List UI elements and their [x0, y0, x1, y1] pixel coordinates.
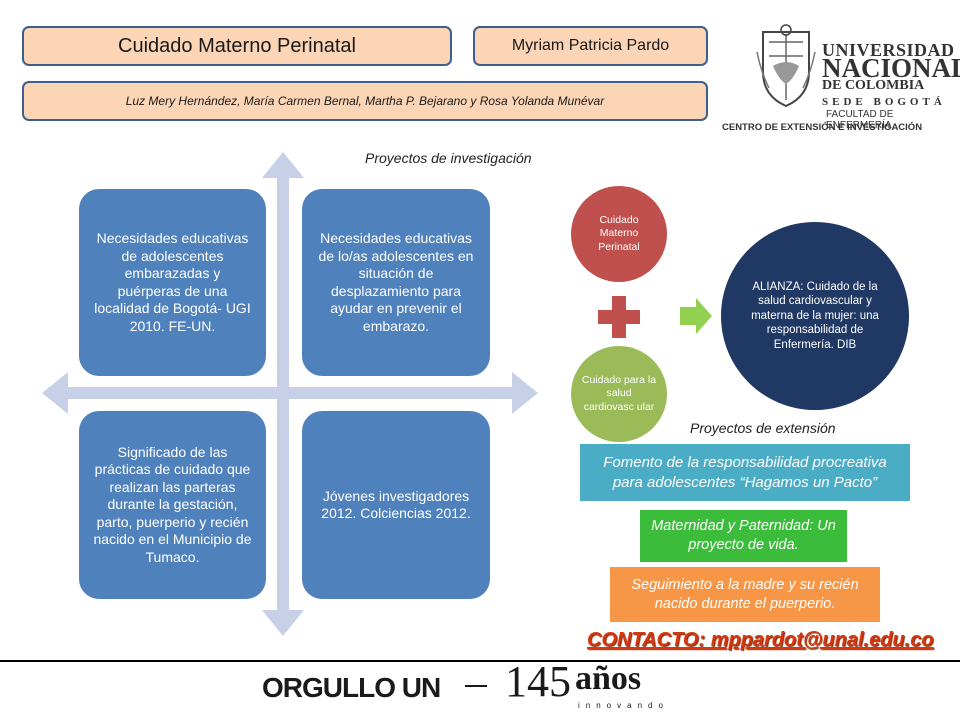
footer-dash: [465, 685, 487, 687]
extension-project-3: Seguimiento a la madre y su recién nacid…: [610, 567, 880, 622]
university-line1: UNIVERSIDAD: [822, 40, 955, 60]
circle-alliance-text: ALIANZA: Cuidado de la salud cardiovascu…: [751, 281, 879, 351]
footer-brand: ORGULLO UN: [262, 672, 441, 704]
circle-maternal-care: Cuidado Materno Perinatal: [571, 186, 667, 282]
footer-tagline: innovando: [578, 701, 669, 710]
footer-anniversary-word: años: [575, 660, 642, 697]
footer-brand-text: ORGULLO UN: [262, 672, 441, 703]
research-project-2-text: Necesidades educativas de lo/as adolesce…: [318, 230, 474, 334]
university-line3: DE COLOMBIA: [822, 78, 925, 93]
circle-cardiovascular-care-text: Cuidado para la salud cardiovasc ular: [581, 374, 657, 413]
extension-project-2: Maternidad y Paternidad: Un proyecto de …: [640, 510, 847, 562]
extension-project-3-text: Seguimiento a la madre y su recién nacid…: [631, 576, 859, 612]
university-seal-icon: [756, 24, 816, 108]
quadrant-cross-arrows: [42, 152, 538, 636]
extension-label: Proyectos de extensión: [690, 420, 836, 436]
university-line6: CENTRO DE EXTENSIÓN E INVESTIGACIÓN: [722, 122, 923, 133]
university-line2: NACIONAL: [822, 53, 960, 83]
extension-project-2-text: Maternidad y Paternidad: Un proyecto de …: [651, 518, 836, 553]
research-project-1-text: Necesidades educativas de adolescentes e…: [94, 230, 251, 334]
research-project-4-text: Jóvenes investigadores 2012. Colciencias…: [321, 487, 471, 522]
right-arrow-icon: [680, 298, 712, 334]
coauthors-box: Luz Mery Hernández, María Carmen Bernal,…: [22, 81, 708, 121]
extension-project-1: Fomento de la responsabilidad procreativ…: [580, 444, 910, 501]
coauthors-names: Luz Mery Hernández, María Carmen Bernal,…: [125, 94, 605, 108]
university-line4: SEDE BOGOTÁ: [822, 96, 946, 108]
research-project-4: Jóvenes investigadores 2012. Colciencias…: [302, 411, 490, 599]
footer-anniversary-number: 145: [505, 657, 571, 706]
plus-icon: [598, 296, 640, 338]
research-label: Proyectos de investigación: [365, 150, 532, 166]
university-line5: FACULTAD DE ENFERMERÍA: [826, 109, 894, 131]
research-project-3-text: Significado de las prácticas de cuidado …: [93, 443, 252, 565]
author-box: Myriam Patricia Pardo: [473, 26, 708, 66]
research-project-2: Necesidades educativas de lo/as adolesce…: [302, 189, 490, 376]
contact-email-link[interactable]: CONTACTO: mppardot@unal.edu.co: [587, 629, 934, 651]
author-name: Myriam Patricia Pardo: [511, 37, 670, 54]
title-box: Cuidado Materno Perinatal: [22, 26, 452, 66]
extension-project-1-text: Fomento de la responsabilidad procreativ…: [603, 454, 887, 491]
circle-maternal-care-text: Cuidado Materno Perinatal: [598, 214, 640, 253]
circle-alliance: ALIANZA: Cuidado de la salud cardiovascu…: [721, 222, 909, 410]
footer-divider: [0, 660, 960, 662]
page-title: Cuidado Materno Perinatal: [118, 34, 356, 57]
research-project-1: Necesidades educativas de adolescentes e…: [79, 189, 266, 376]
circle-cardiovascular-care: Cuidado para la salud cardiovasc ular: [571, 346, 667, 442]
research-project-3: Significado de las prácticas de cuidado …: [79, 411, 266, 599]
